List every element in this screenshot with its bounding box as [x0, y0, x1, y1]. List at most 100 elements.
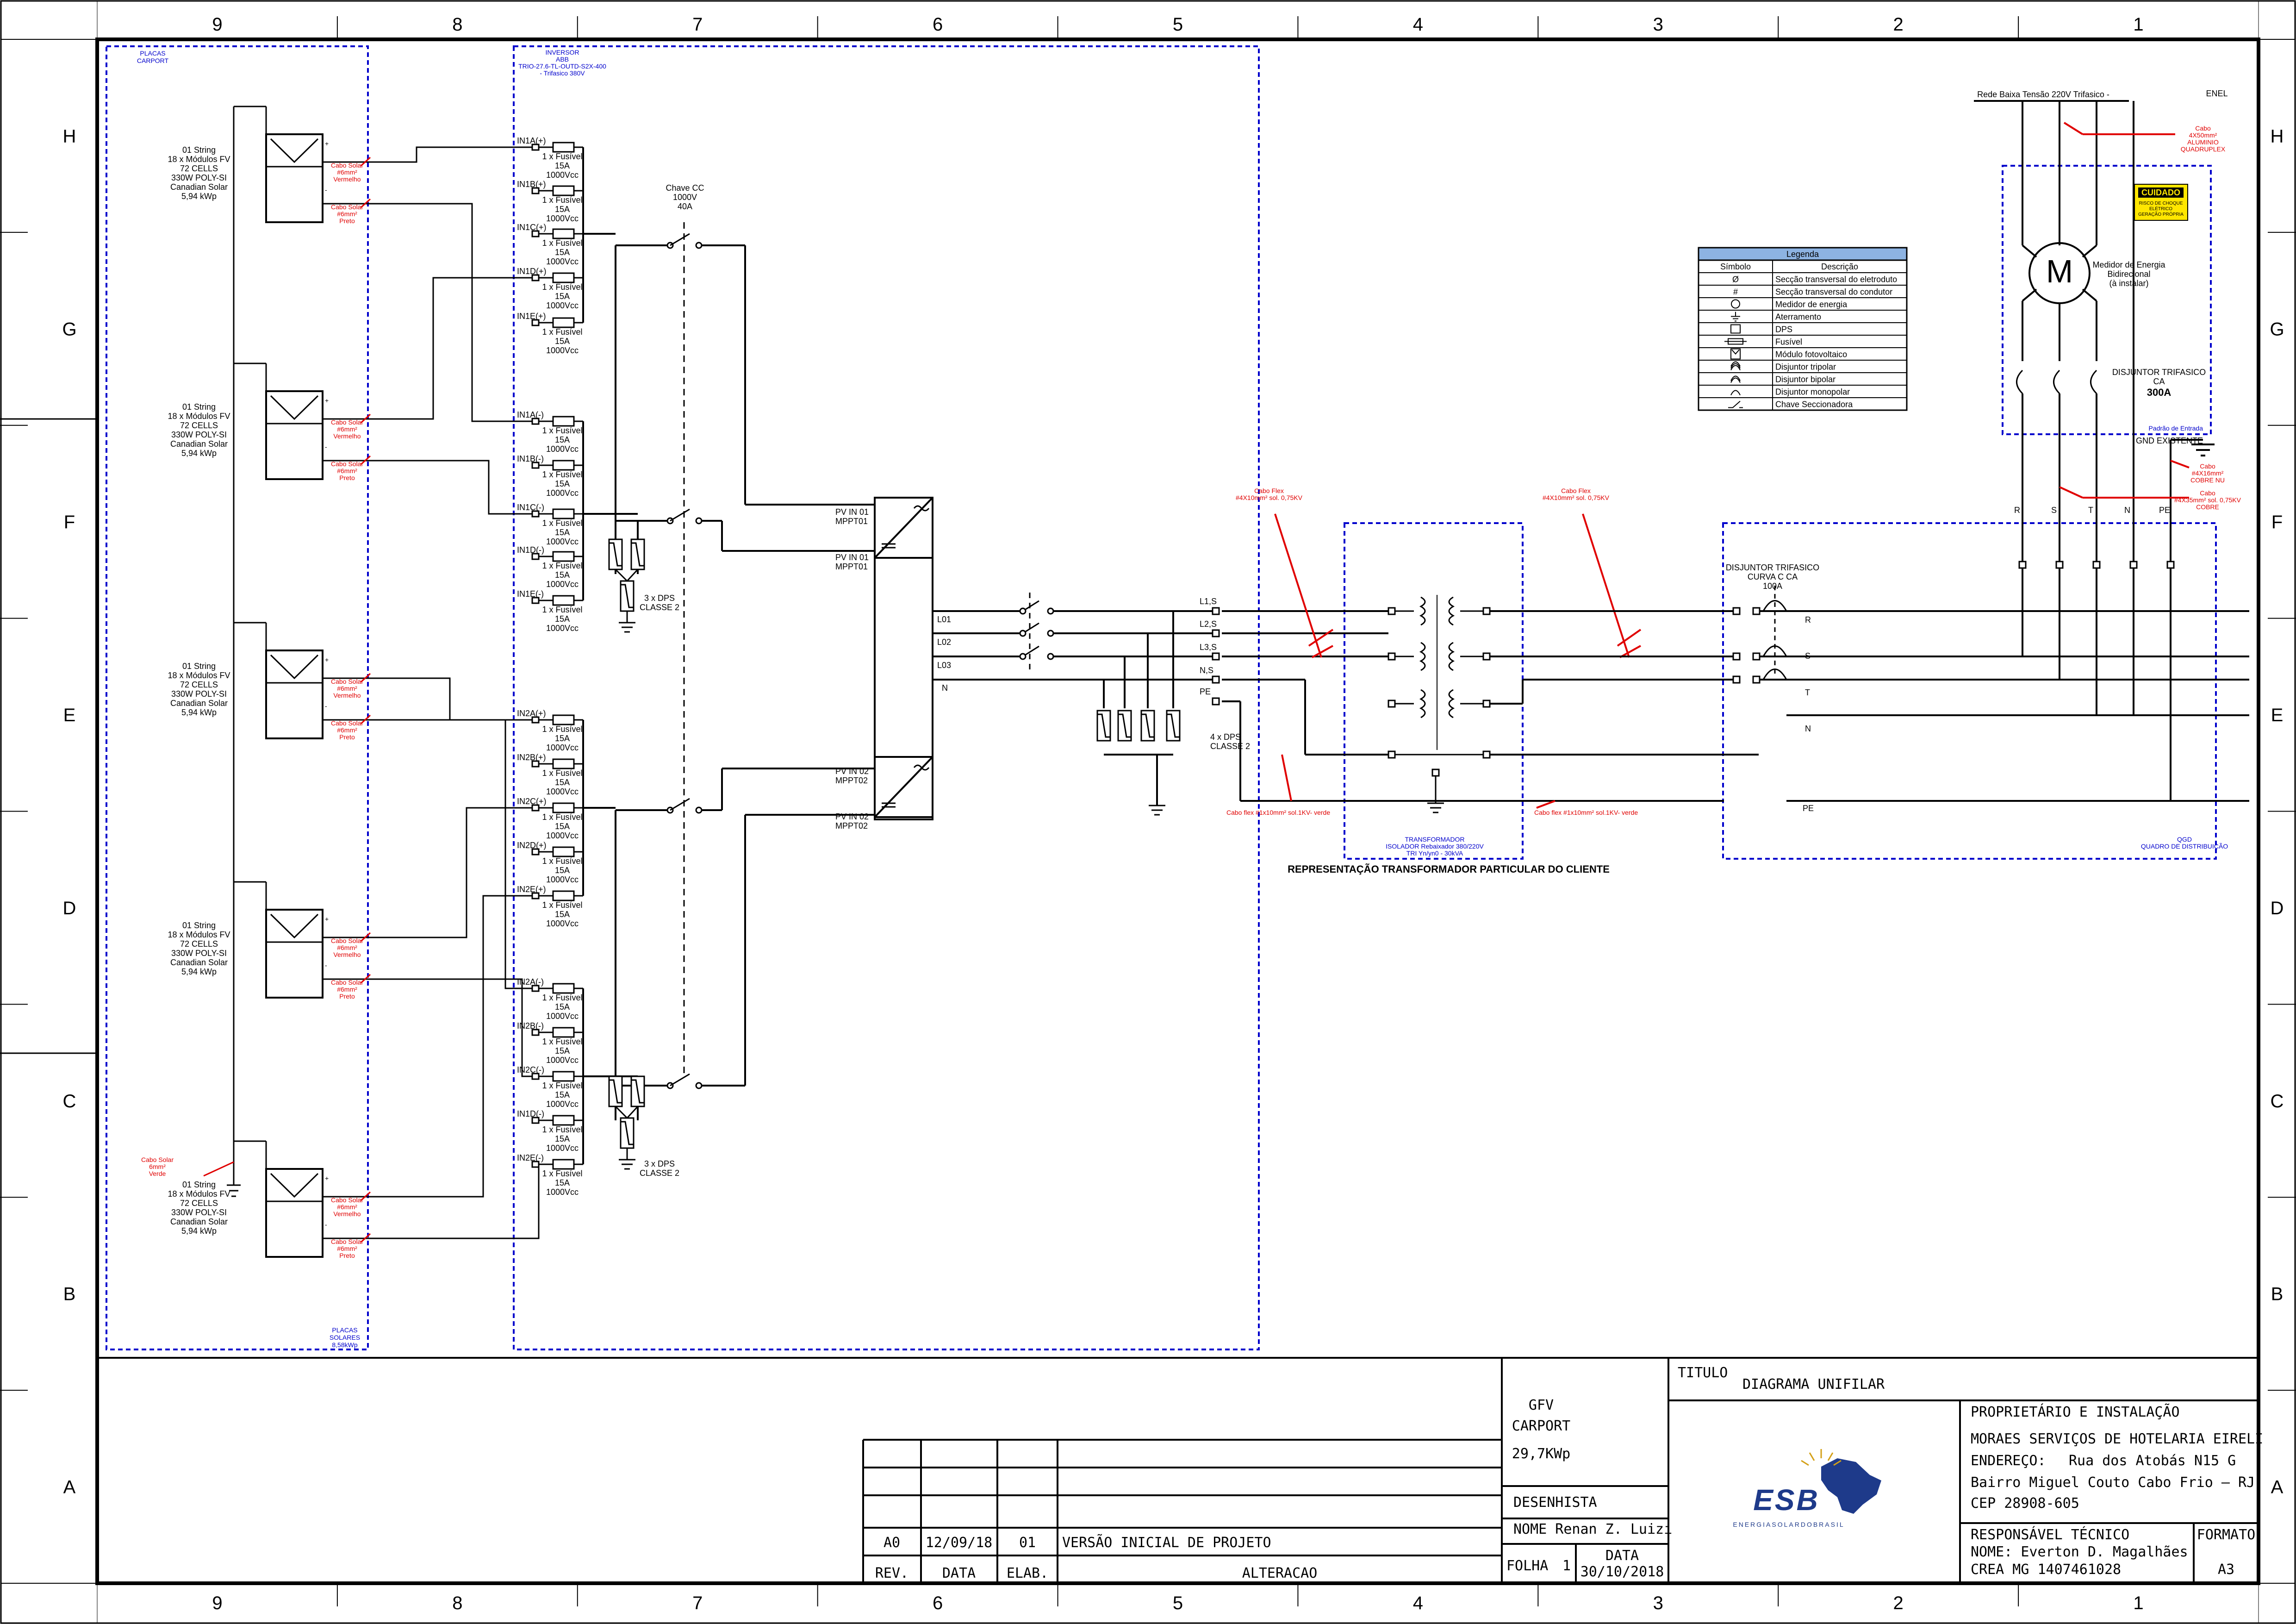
- xfmr-out-2: [1482, 652, 1491, 661]
- modules-box-foot-1: PLACAS: [332, 1326, 357, 1334]
- fuse-spec: 15A: [555, 1090, 570, 1099]
- legend-symbol-breaker1-icon: [1730, 390, 1741, 395]
- meter-box: [2002, 165, 2212, 435]
- legend-desc: Secção transversal do eletroduto: [1775, 275, 1897, 284]
- zone-right-C: C: [2271, 1091, 2284, 1112]
- legend-col-desc: Descrição: [1821, 262, 1858, 271]
- zone-top-7: 7: [692, 14, 703, 35]
- minus-sign: -: [325, 443, 327, 450]
- fuse-input-label: IN1C(-): [517, 503, 544, 512]
- cable-neg-label: Cabo Solar: [331, 979, 363, 986]
- xfmr-out-1: [1482, 607, 1491, 615]
- legend-row-7: Módulo fotovoltaico: [1730, 348, 1847, 360]
- dc-dps-3: [620, 580, 635, 612]
- dc-dps-4: [608, 1075, 623, 1107]
- pv-string-desc: 01 String: [182, 145, 216, 155]
- fuse-input-label: IN2B(+): [517, 753, 546, 762]
- mppt-label-5: PV IN 02: [835, 767, 869, 776]
- owner: MORAES SERVIÇOS DE HOTELARIA EIRELI: [1971, 1431, 2263, 1447]
- titulo: DIAGRAMA UNIFILAR: [1742, 1376, 1885, 1393]
- dc-switch-label-2: 1000V: [673, 193, 697, 202]
- fuse-spec: 15A: [555, 822, 570, 831]
- pv-string-desc: 18 x Módulos FV: [168, 1189, 230, 1199]
- xfmr-in-1: [1388, 607, 1396, 615]
- fuse-spec: 15A: [555, 1178, 570, 1187]
- pv-string-desc: 01 String: [182, 1180, 216, 1189]
- fuse-spec: 1 x Fusível: [542, 238, 582, 248]
- zone-bottom-7: 7: [692, 1593, 703, 1613]
- fuse-icon: [552, 1159, 575, 1170]
- ground-cable-label: Cabo Solar: [141, 1156, 174, 1163]
- cable-pos-label: Cabo Solar: [331, 162, 363, 169]
- zone-left-B: B: [63, 1284, 76, 1305]
- mppt-label-6: MPPT02: [835, 776, 868, 785]
- plus-sign: +: [325, 915, 329, 923]
- fuse-spec: 1000Vcc: [546, 580, 579, 589]
- fuse-input-label: IN1B(-): [517, 454, 544, 463]
- cable-pos-label: #6mm²: [337, 169, 357, 176]
- pv-string-desc: 5,94 kWp: [181, 1226, 217, 1236]
- pv-string-desc: 330W POLY-SI: [171, 1208, 227, 1217]
- legend-desc: DPS: [1775, 325, 1792, 334]
- modules-box-label-1: PLACAS: [140, 50, 165, 57]
- fuse-spec: 15A: [555, 292, 570, 301]
- cable-pos-label: Vermelho: [333, 175, 361, 183]
- fuse-input-label: IN1D(+): [517, 267, 547, 276]
- fuse-spec: 1 x Fusível: [542, 768, 582, 778]
- legend-row-10: Disjuntor monopolar: [1730, 387, 1850, 397]
- legend-row-6: Fusível: [1724, 337, 1802, 347]
- dps-dc1-label-2: CLASSE 2: [640, 603, 679, 612]
- qgd-terminals: [1732, 607, 1761, 684]
- fuse-spec: 1 x Fusível: [542, 725, 582, 734]
- cable-neg-label: #6mm²: [337, 986, 357, 993]
- grid-wiring: [1974, 100, 2215, 801]
- modules-box-foot-2: SOLARES: [330, 1334, 360, 1341]
- zone-left-C: C: [63, 1091, 76, 1112]
- qgd-box: [1722, 522, 2217, 860]
- plus-sign: +: [325, 656, 329, 663]
- folha: 1: [1562, 1558, 1571, 1574]
- pv-string-desc: 330W POLY-SI: [171, 689, 227, 699]
- fuse-spec: 1000Vcc: [546, 1099, 579, 1109]
- fuse-icon: [552, 416, 575, 427]
- fuse-icon: [552, 758, 575, 769]
- warning-line-2: ELÉTRICO: [2149, 206, 2172, 212]
- dc-dps: [608, 538, 645, 1170]
- fuse-input-label: IN1A(-): [517, 410, 544, 419]
- fuse-terminal: [531, 418, 540, 425]
- pv-string-desc: 01 String: [182, 921, 216, 930]
- zone-left-H: H: [63, 126, 76, 146]
- meter-label-3: (à instalar): [2109, 279, 2148, 288]
- pv-string-desc: 72 CELLS: [180, 680, 218, 689]
- fuse-spec: 15A: [555, 205, 570, 214]
- xfmr-coil-primary: [1419, 689, 1426, 718]
- rev-row-alteracao: VERSÃO INICIAL DE PROJETO: [1062, 1534, 1271, 1551]
- fuse-spec: 1000Vcc: [546, 301, 579, 310]
- transformer-label-3: TRI Yn/yn0 - 30kVA: [1406, 849, 1463, 857]
- logo-subtext: ENERGIASOLARDOBRASIL: [1733, 1521, 1844, 1528]
- fuse-spec: 1 x Fusível: [542, 152, 582, 161]
- bus-ns: N,S: [1200, 666, 1213, 675]
- zone-top-1: 1: [2133, 14, 2143, 35]
- resp: NOME: Everton D. Magalhães: [1971, 1544, 2188, 1560]
- zone-bottom-3: 3: [1653, 1593, 1663, 1613]
- mppt-label-2: MPPT01: [835, 517, 868, 526]
- fuse-terminal: [531, 510, 540, 518]
- main-breaker-label-1: DISJUNTOR TRIFASICO: [2112, 368, 2206, 377]
- ac-output-lines: [933, 593, 1724, 806]
- plus-sign: +: [325, 397, 329, 404]
- string-routing: [407, 146, 540, 1239]
- fuse-icon: [552, 1115, 575, 1126]
- fuse-spec: 1 x Fusível: [542, 327, 582, 337]
- mppt-label-8: MPPT02: [835, 821, 868, 831]
- pv-string-desc: 72 CELLS: [180, 164, 218, 173]
- fuse-terminal: [531, 597, 540, 604]
- zone-right-B: B: [2271, 1284, 2284, 1305]
- zone-top-8: 8: [452, 14, 462, 35]
- pv-string-desc: 5,94 kWp: [181, 708, 217, 717]
- fuse-input-label: IN2A(-): [517, 977, 544, 987]
- fuse-terminal: [531, 716, 540, 724]
